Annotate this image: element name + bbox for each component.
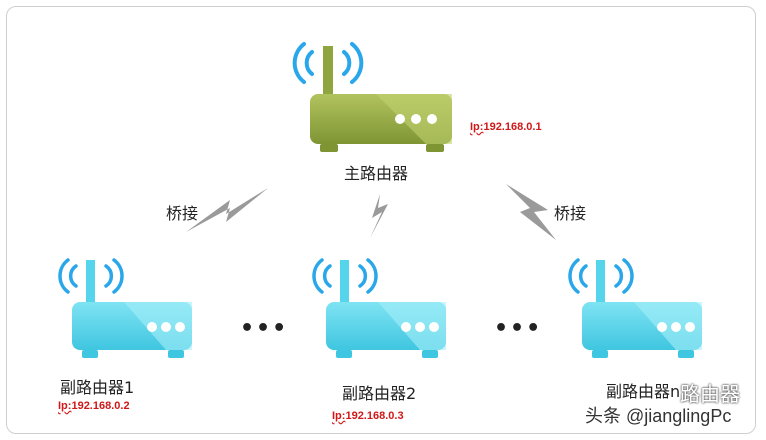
sub-router-n-label: 副路由器n xyxy=(606,382,681,401)
diagram-frame xyxy=(6,6,756,434)
lightning-left-icon xyxy=(186,188,268,232)
lightning-right-icon xyxy=(506,184,556,240)
bridge-label-left: 桥接 xyxy=(166,204,199,223)
sub-router-2-ip: Ip:192.168.0.3 xyxy=(332,410,404,422)
sub-router-2-label: 副路由器2 xyxy=(342,384,417,403)
sub-router-1-label: 副路由器1 xyxy=(60,378,135,397)
main-router-label: 主路由器 xyxy=(344,164,409,183)
main-router-ip: Ip:192.168.0.1 xyxy=(470,121,542,133)
main-router-icon xyxy=(292,42,452,152)
sub-router-n-icon xyxy=(568,258,702,358)
ellipsis-left: ••• xyxy=(240,316,289,341)
watermark-overlay: 路由器 xyxy=(680,384,740,406)
bridge-label-right: 桥接 xyxy=(554,204,587,223)
sub-router-1-icon xyxy=(58,258,192,358)
ellipsis-right: ••• xyxy=(494,316,543,341)
sub-router-1-ip: Ip:192.168.0.2 xyxy=(58,400,130,412)
lightning-middle-icon xyxy=(370,194,388,238)
watermark: 头条 @jianglingPc xyxy=(585,406,732,426)
sub-router-2-icon xyxy=(312,258,446,358)
